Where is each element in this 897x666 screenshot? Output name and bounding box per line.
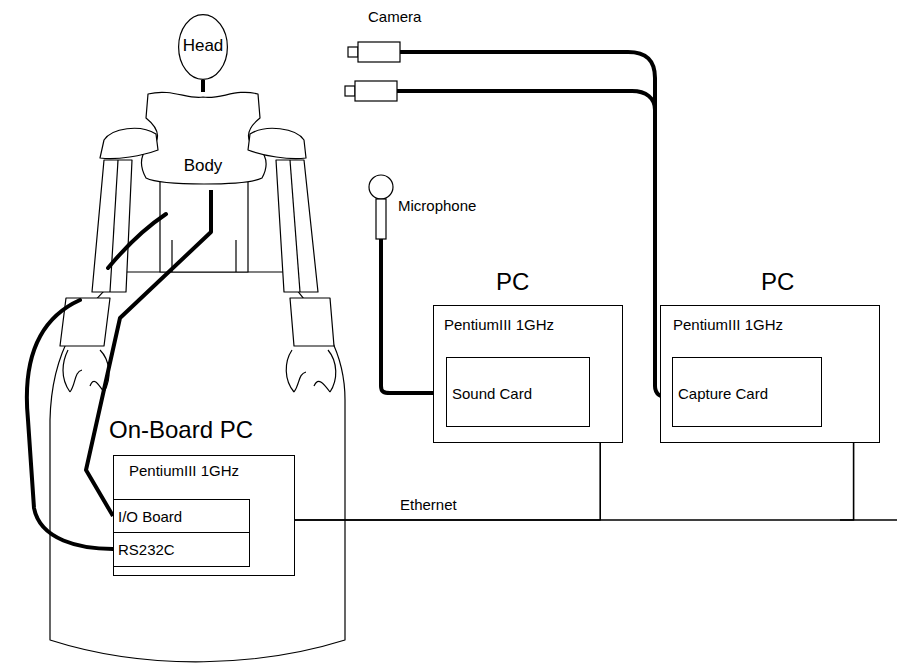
right-shoulder (248, 128, 306, 158)
left-upper-arm (92, 160, 132, 292)
pc-box: PCPentiumIII 1GHzSound Card (433, 305, 623, 443)
camera-lens (345, 86, 355, 96)
robot-yoke (141, 92, 266, 184)
ethernet-line (295, 443, 600, 520)
camera-label: Camera (366, 8, 423, 25)
robot-base (50, 272, 345, 662)
arm-line (290, 160, 300, 292)
cable (201, 80, 205, 92)
rs232c-cable (27, 300, 113, 549)
camera-body (355, 81, 397, 101)
body-region: Body (150, 92, 256, 190)
torso-line (235, 240, 236, 272)
node-heading: PC (761, 268, 794, 296)
head-ellipse: Head (178, 14, 228, 80)
node-text: PentiumIII 1GHz (444, 316, 554, 333)
node-text: Capture Card (678, 385, 768, 402)
node-text: Body (150, 156, 256, 176)
microphone-stem (376, 199, 386, 239)
right-hand (286, 350, 336, 392)
right-upper-arm (276, 160, 318, 292)
left-shoulder (100, 128, 158, 158)
node-text: Sound Card (452, 385, 532, 402)
node-text: PentiumIII 1GHz (673, 316, 783, 333)
microphone-label: Microphone (396, 197, 478, 214)
ethernet-line (295, 443, 854, 520)
node-text: RS232C (118, 541, 175, 558)
left-hand (63, 350, 109, 392)
ethernet-label: Ethernet (398, 496, 459, 513)
pc-box: PCPentiumIII 1GHzCapture Card (660, 305, 880, 443)
sound-card-box: Sound Card (446, 357, 590, 427)
camera-lens (348, 47, 358, 57)
node-text: I/O Board (118, 508, 182, 525)
arm-line (110, 160, 118, 292)
rs232c-box: RS232C (113, 532, 250, 567)
camera-body (358, 42, 400, 62)
robot-torso (160, 182, 248, 272)
arm-cable (108, 214, 166, 268)
capture-card-box: Capture Card (672, 357, 822, 427)
node-heading: PC (496, 268, 529, 296)
io-board-box: I/O Board (113, 499, 250, 533)
node-text: Head (178, 36, 228, 56)
head-ellipse-line (179, 15, 228, 80)
onboard-pc-box: On-Board PCPentiumIII 1GHzI/O BoardRS232… (113, 455, 295, 576)
node-text: PentiumIII 1GHz (129, 462, 239, 479)
node-heading: On-Board PC (109, 416, 253, 444)
microphone-head (369, 175, 393, 199)
right-forearm (290, 298, 334, 346)
camera-cable (397, 91, 655, 110)
